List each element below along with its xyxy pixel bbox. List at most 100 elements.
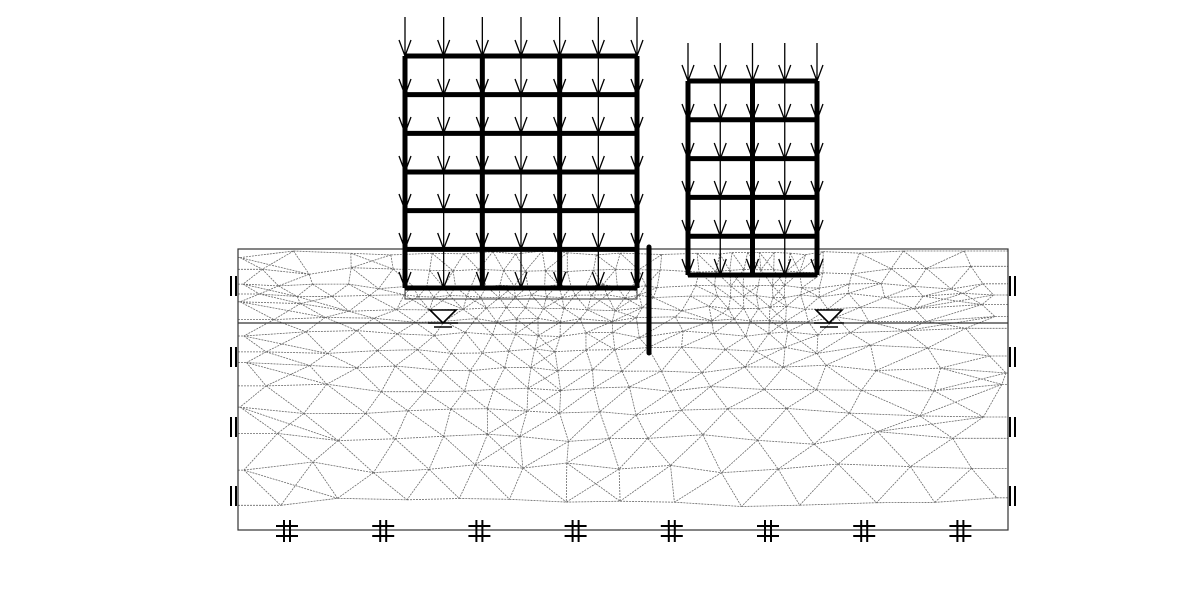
load-arrow-icon	[475, 155, 489, 174]
load-arrow-icon	[437, 116, 451, 135]
load-arrow-icon	[681, 219, 695, 238]
load-arrow-icon	[475, 232, 489, 251]
load-arrow-icon	[810, 103, 824, 122]
load-column-left	[398, 17, 412, 290]
load-arrow-icon	[713, 180, 727, 199]
load-arrow-icon	[553, 271, 567, 290]
fixed-support-icon	[468, 520, 491, 542]
load-arrow-icon	[713, 219, 727, 238]
load-arrow-icon	[398, 271, 412, 290]
load-arrow-icon	[514, 116, 528, 135]
load-column-right	[745, 43, 760, 277]
load-column-right	[778, 43, 792, 277]
fixed-support-icon	[949, 520, 972, 542]
load-arrow-icon	[398, 193, 412, 212]
load-arrow-icon	[745, 180, 760, 199]
load-arrow-icon	[591, 193, 605, 212]
load-arrow-icon	[745, 142, 760, 161]
load-arrow-icon	[630, 232, 644, 251]
load-arrow-icon	[591, 116, 605, 135]
load-arrow-icon	[713, 103, 727, 122]
load-column-left	[475, 17, 489, 290]
load-arrow-icon	[778, 180, 792, 199]
load-column-right	[681, 43, 695, 277]
load-arrow-icon	[630, 193, 644, 212]
load-arrow-icon	[630, 116, 644, 135]
load-arrow-icon	[437, 271, 451, 290]
load-arrow-icon	[475, 39, 489, 58]
load-arrow-icon	[475, 271, 489, 290]
load-arrow-icon	[398, 39, 412, 58]
load-arrow-icon	[437, 232, 451, 251]
load-column-right	[810, 43, 824, 277]
load-column-left	[553, 17, 567, 290]
load-arrow-icon	[745, 219, 760, 238]
load-arrow-icon	[630, 39, 644, 58]
roller-support-icon	[230, 347, 237, 367]
load-arrow-icon	[713, 142, 727, 161]
water-table-icon	[814, 309, 844, 328]
load-arrow-icon	[437, 78, 451, 97]
load-arrow-icon	[553, 193, 567, 212]
roller-support-icon	[1009, 347, 1016, 367]
load-arrow-icon	[514, 78, 528, 97]
fixed-support-icon	[853, 520, 876, 542]
load-arrow-icon	[553, 39, 567, 58]
load-column-right	[713, 43, 727, 277]
load-arrow-icon	[681, 180, 695, 199]
load-arrow-icon	[681, 142, 695, 161]
load-arrow-icon	[778, 64, 792, 83]
load-arrow-icon	[553, 232, 567, 251]
fixed-support-icon	[660, 520, 683, 542]
fixed-support-icon	[276, 520, 298, 542]
load-arrow-icon	[514, 193, 528, 212]
load-arrow-icon	[553, 78, 567, 97]
roller-support-icon	[1009, 276, 1016, 296]
soil-boundary	[237, 248, 1009, 531]
load-arrow-icon	[630, 155, 644, 174]
load-arrow-icon	[514, 155, 528, 174]
load-arrow-icon	[437, 155, 451, 174]
roller-support-icon	[230, 486, 237, 506]
load-arrow-icon	[810, 180, 824, 199]
soil-domain	[237, 248, 1009, 531]
load-arrow-icon	[398, 155, 412, 174]
fixed-support-icon	[372, 520, 395, 542]
load-arrow-icon	[778, 142, 792, 161]
roller-support-icon	[230, 417, 237, 437]
load-arrow-icon	[713, 64, 727, 83]
load-arrow-icon	[591, 78, 605, 97]
load-arrow-icon	[591, 232, 605, 251]
load-column-left	[437, 17, 451, 290]
load-column-left	[630, 17, 644, 290]
load-arrow-icon	[591, 39, 605, 58]
load-arrow-icon	[713, 258, 727, 277]
distributed-loads	[398, 17, 824, 290]
load-arrow-icon	[745, 64, 760, 83]
roller-support-icon	[1009, 486, 1016, 506]
load-arrow-icon	[514, 232, 528, 251]
load-arrow-icon	[591, 155, 605, 174]
load-arrow-icon	[745, 103, 760, 122]
roller-support-icon	[230, 276, 237, 296]
load-arrow-icon	[681, 64, 695, 83]
load-arrow-icon	[591, 271, 605, 290]
load-arrow-icon	[778, 258, 792, 277]
load-arrow-icon	[681, 103, 695, 122]
load-arrow-icon	[553, 155, 567, 174]
load-arrow-icon	[681, 258, 695, 277]
load-arrow-icon	[810, 64, 824, 83]
load-arrow-icon	[437, 39, 451, 58]
load-arrow-icon	[475, 116, 489, 135]
boundary-supports	[230, 276, 1016, 542]
load-arrow-icon	[745, 258, 760, 277]
load-column-left	[591, 17, 605, 290]
load-arrow-icon	[630, 271, 644, 290]
load-arrow-icon	[778, 219, 792, 238]
load-arrow-icon	[475, 193, 489, 212]
load-arrow-icon	[630, 78, 644, 97]
load-arrow-icon	[475, 78, 489, 97]
load-arrow-icon	[553, 116, 567, 135]
